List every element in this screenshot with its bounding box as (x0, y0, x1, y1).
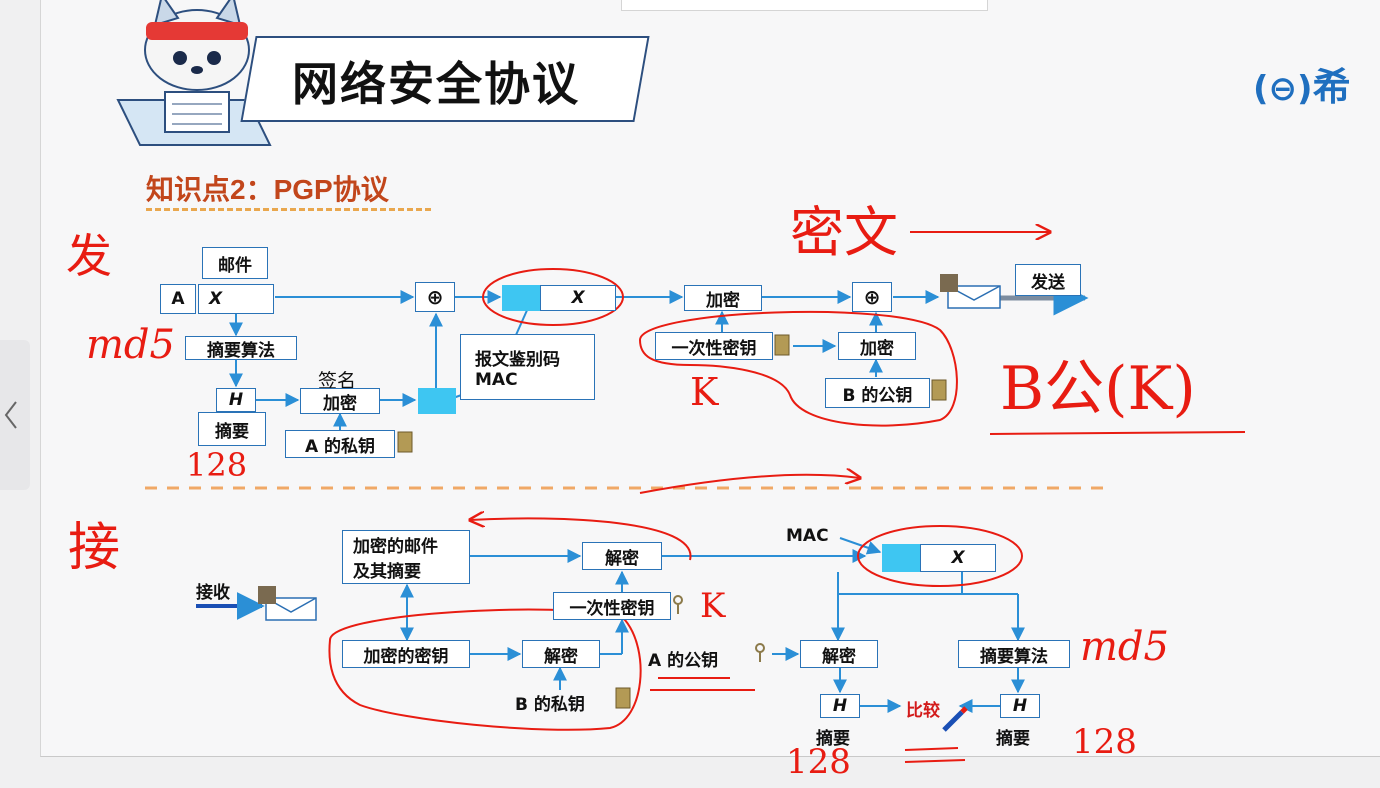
mac-block-bottom (882, 544, 920, 572)
digest-label-right: 摘要 (996, 729, 1030, 749)
annotation-b-public-k: B公(K) (1000, 354, 1196, 424)
annotation-md5-send: md5 (86, 322, 175, 368)
one-time-key-box-receive: 一次性密钥 (553, 592, 671, 620)
receive-label: 接收 (196, 583, 230, 603)
sign-label: 签名 (318, 370, 357, 392)
a-public-key-label: A 的公钥 (648, 651, 719, 671)
annotation-jie: 接 (68, 518, 121, 578)
locked-envelope-icon-receive (258, 586, 317, 621)
key-icon (397, 431, 413, 453)
mail-box: 邮件 (202, 247, 268, 279)
send-button: 发送 (1015, 264, 1081, 296)
annotation-128-right: 128 (1072, 722, 1137, 762)
xor-node-1: ⊕ (415, 282, 455, 312)
b-public-key-box: B 的公钥 (825, 378, 930, 408)
locked-envelope-icon-send (940, 274, 1001, 309)
annotation-k-send: K (690, 370, 719, 414)
logo-mark-icon: (⊖) (1253, 69, 1313, 109)
xor-node-2: ⊕ (852, 282, 892, 312)
mac-label: MAC (786, 526, 829, 546)
top-toolbar (621, 0, 988, 11)
encrypt-box-2: 加密 (684, 285, 762, 311)
digest-algorithm-box: 摘要算法 (185, 336, 297, 361)
a-private-key-box: A 的私钥 (285, 430, 395, 458)
hash-h-box-left: H (820, 694, 860, 718)
key-icon (615, 687, 631, 709)
digest-label-left: 摘要 (816, 729, 850, 749)
prev-slide-button[interactable] (0, 340, 30, 490)
annotation-128-send: 128 (186, 446, 248, 484)
encrypted-key-box: 加密的密钥 (342, 640, 470, 668)
key-icon (774, 334, 790, 356)
decrypt-box-1: 解密 (582, 542, 662, 570)
annotation-128-left: 128 (786, 742, 851, 782)
sender-a-box: A (160, 284, 196, 314)
mac-box: 报文鉴别码 MAC (460, 334, 595, 400)
key-icon (931, 379, 947, 401)
key-icon (673, 595, 683, 605)
b-private-key-label: B 的私钥 (515, 695, 585, 715)
brand-logo: (⊖)希 (1253, 65, 1351, 109)
digest-box: 摘要 (198, 412, 266, 446)
handwritten-annotations (328, 232, 1246, 763)
signed-x-box: X (540, 285, 616, 311)
subtitle-underline (146, 208, 431, 211)
sign-encrypt-box: 加密 (300, 388, 380, 414)
section-subtitle: 知识点2：PGP协议 (146, 174, 389, 205)
digest-algorithm-box-receive: 摘要算法 (958, 640, 1070, 668)
annotation-md5-receive: md5 (1080, 624, 1169, 670)
received-x-box: X (920, 544, 996, 572)
compare-label: 比较 (906, 701, 940, 721)
annotation-k-receive: K (700, 586, 726, 626)
decrypt-box-3: 解密 (800, 640, 878, 668)
page-title: 网络安全协议 (292, 57, 580, 111)
chevron-left-icon (4, 401, 17, 429)
mac-block-top (502, 285, 540, 311)
slide (40, 0, 1380, 757)
annotation-fa: 发 (66, 229, 112, 283)
annotation-ciphertext: 密文 (790, 201, 898, 264)
decrypt-box-2: 解密 (522, 640, 600, 668)
encrypt-box-3: 加密 (838, 332, 916, 360)
pencil-icon (942, 706, 968, 732)
message-x-box: X (198, 284, 274, 314)
one-time-key-box: 一次性密钥 (655, 332, 773, 360)
cat-mascot-icon (116, 0, 272, 146)
hash-h-box-right: H (1000, 694, 1040, 718)
mac-block (418, 388, 456, 414)
key-icon (755, 643, 765, 653)
encrypted-mail-digest-box: 加密的邮件 及其摘要 (342, 530, 470, 584)
hash-h-box: H (216, 388, 256, 412)
